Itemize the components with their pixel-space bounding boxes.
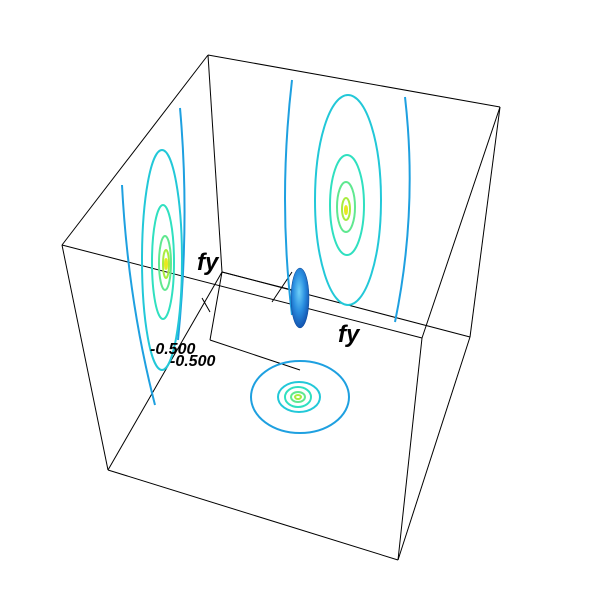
tick-label-first: -0.500 <box>150 341 195 358</box>
left-contour-ring-2 <box>151 204 175 320</box>
axis-label-left-fy: fy <box>197 249 220 276</box>
axes <box>201 271 301 371</box>
floor-contour-ring-2 <box>277 381 321 413</box>
box-edge-back-left <box>207 54 223 273</box>
contour-projection-back <box>284 79 411 323</box>
box-edge-back-right <box>469 106 501 338</box>
box-edge-front-bottom <box>107 469 399 561</box>
back-contour-ring-2 <box>329 154 365 256</box>
tick-label-second: -0.500 <box>170 353 215 370</box>
axis-line-3 <box>221 271 301 293</box>
floor-contour-ring-4 <box>290 391 306 403</box>
box-edge-front-right <box>397 337 423 561</box>
back-contour-ring-3 <box>336 181 356 233</box>
box-edge-connect-bottom-right <box>397 336 471 561</box>
left-contour-ring-4 <box>162 249 170 279</box>
floor-contour-ring-1 <box>250 360 350 434</box>
back-contour-arc-outer-left <box>284 79 293 316</box>
left-contour-ring-3 <box>158 235 172 291</box>
left-contour-arc-outer-left <box>121 184 156 406</box>
contour-projection-left <box>121 107 186 406</box>
axis-line-2 <box>209 339 301 371</box>
bounding-box <box>61 54 501 561</box>
axis-tick-2 <box>201 297 211 313</box>
axis-line-1 <box>209 271 223 341</box>
axis-label-right-fy: fy <box>338 321 361 348</box>
floor-contour-ring-5 <box>294 394 302 400</box>
contour-projection-floor <box>250 360 350 434</box>
back-contour-core <box>344 205 348 215</box>
box-edge-connect-top-right <box>421 106 501 339</box>
box-edge-connect-bottom-left <box>107 271 223 471</box>
box-edge-front-left <box>61 244 109 471</box>
box-edge-back-top <box>207 54 501 108</box>
box-edge-front-top <box>61 244 423 339</box>
left-contour-ring-1 <box>141 149 183 371</box>
isosurface-blob[interactable] <box>290 267 310 329</box>
back-contour-ring-4 <box>341 197 351 221</box>
box-edge-connect-top-left <box>61 54 209 246</box>
left-contour-core <box>164 258 168 270</box>
back-contour-ring-1 <box>314 94 382 306</box>
floor-contour-ring-3 <box>284 386 312 408</box>
back-contour-arc-outer-right <box>394 96 411 323</box>
